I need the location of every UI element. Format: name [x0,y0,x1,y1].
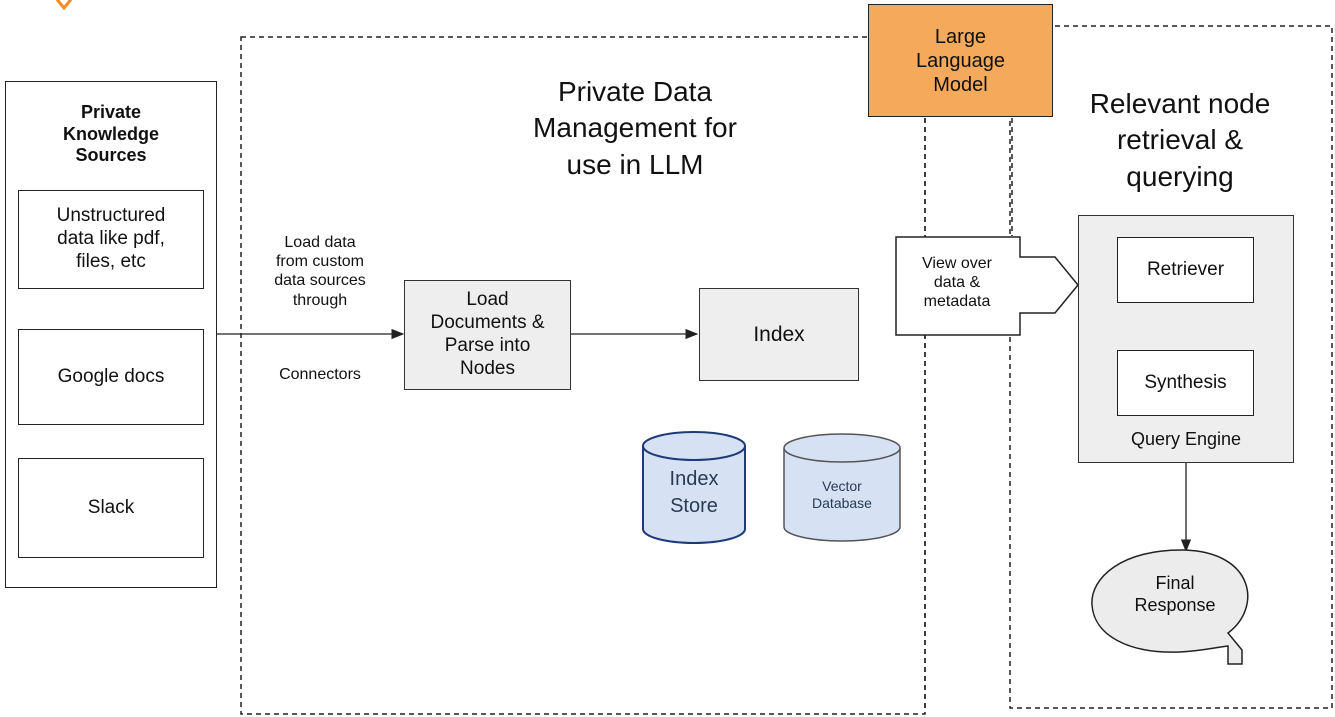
synthesis-box: Synthesis [1117,350,1254,416]
index-box: Index [699,288,859,381]
final-response-label: Final Response [1134,573,1216,615]
synthesis-label: Synthesis [1144,371,1227,393]
index-store-label: Index Store [669,468,719,517]
query-engine-label: Query Engine [1130,429,1242,449]
private-data-region [240,36,926,715]
final-response-bubble [1091,549,1249,665]
retriever-box: Retriever [1117,237,1254,303]
source-slack-label: Slack [87,496,135,518]
source-unstructured-label: Unstructured data like pdf, files, etc [56,205,166,272]
load-documents-box: Load Documents & Parse into Nodes [404,280,571,390]
index-store-cylinder [642,431,746,544]
vector-db-cylinder [783,433,901,542]
source-google-docs: Google docs [18,329,204,425]
source-google-docs-label: Google docs [57,365,165,387]
vector-db-label: Vector Database [812,478,872,511]
retrieval-region [1009,25,1333,709]
connectors-sublabel: Connectors [279,366,361,383]
knowledge-sources-title: Private Knowledge Sources [62,102,159,166]
source-slack: Slack [18,458,204,558]
index-label: Index [753,322,805,346]
retrieval-title: Relevant node retrieval & querying [1089,88,1271,192]
private-data-title: Private Data Management for use in LLM [533,76,737,180]
llm-label: Large Language Model [916,25,1005,96]
view-arrow-shape [895,236,1079,336]
view-arrow-label: View over data & metadata [922,255,992,311]
llm-box: Large Language Model [868,4,1053,117]
load-documents-label: Load Documents & Parse into Nodes [430,289,545,379]
logo-mark [55,0,73,11]
connector-label: Load data from custom data sources throu… [274,234,366,309]
source-unstructured: Unstructured data like pdf, files, etc [18,190,204,289]
retriever-label: Retriever [1146,258,1225,280]
